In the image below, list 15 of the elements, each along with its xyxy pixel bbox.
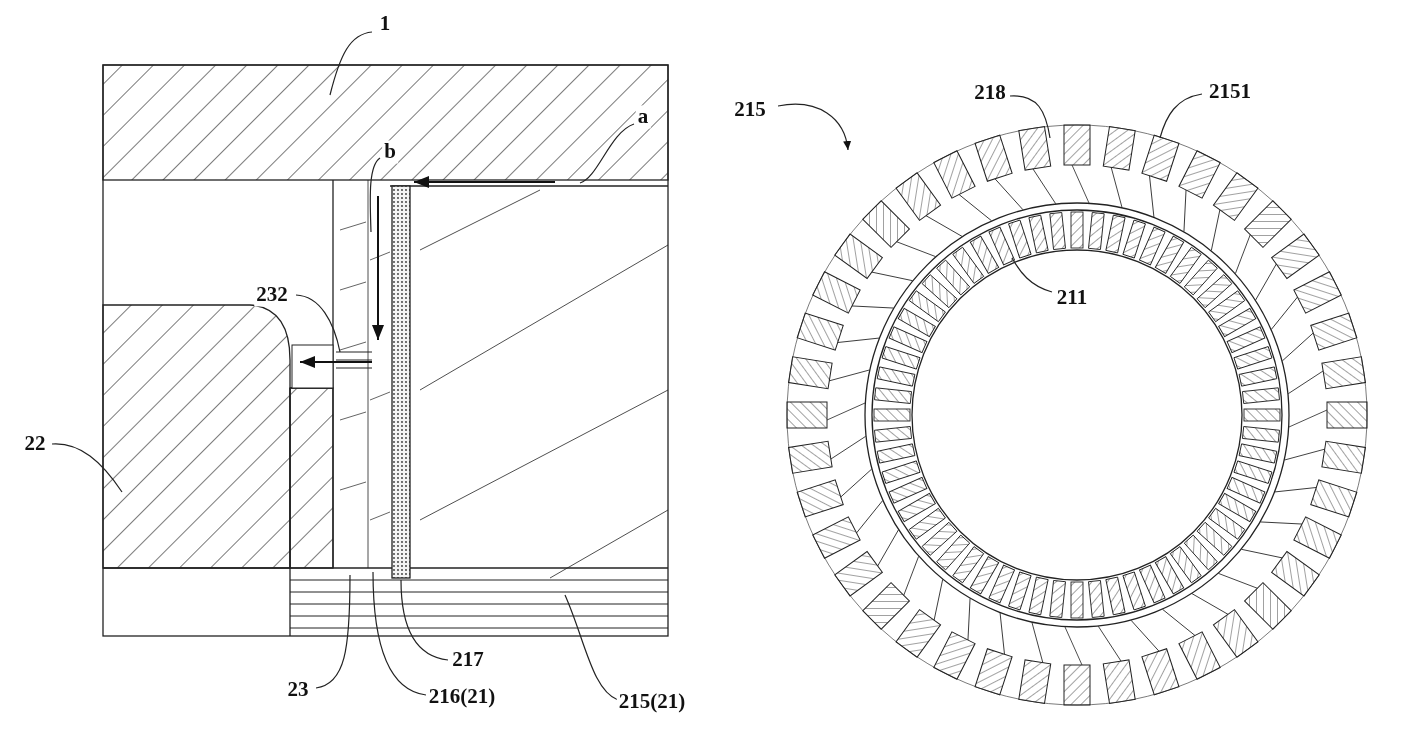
leader-line	[329, 31, 373, 96]
callout-number: b	[382, 140, 398, 164]
leader-line	[1159, 93, 1203, 139]
leader-line	[777, 103, 851, 151]
leader-line	[400, 579, 449, 661]
leader-line	[51, 443, 123, 493]
callout-number: 215(21)	[616, 690, 688, 714]
leader-line	[372, 571, 427, 696]
leader-line	[315, 574, 351, 689]
callout-number: 216(21)	[426, 685, 498, 709]
callout-number: a	[635, 105, 651, 129]
leader-line	[295, 294, 341, 353]
leader-line	[1009, 95, 1051, 139]
leader-line	[1011, 257, 1053, 293]
leader-line	[369, 157, 381, 233]
